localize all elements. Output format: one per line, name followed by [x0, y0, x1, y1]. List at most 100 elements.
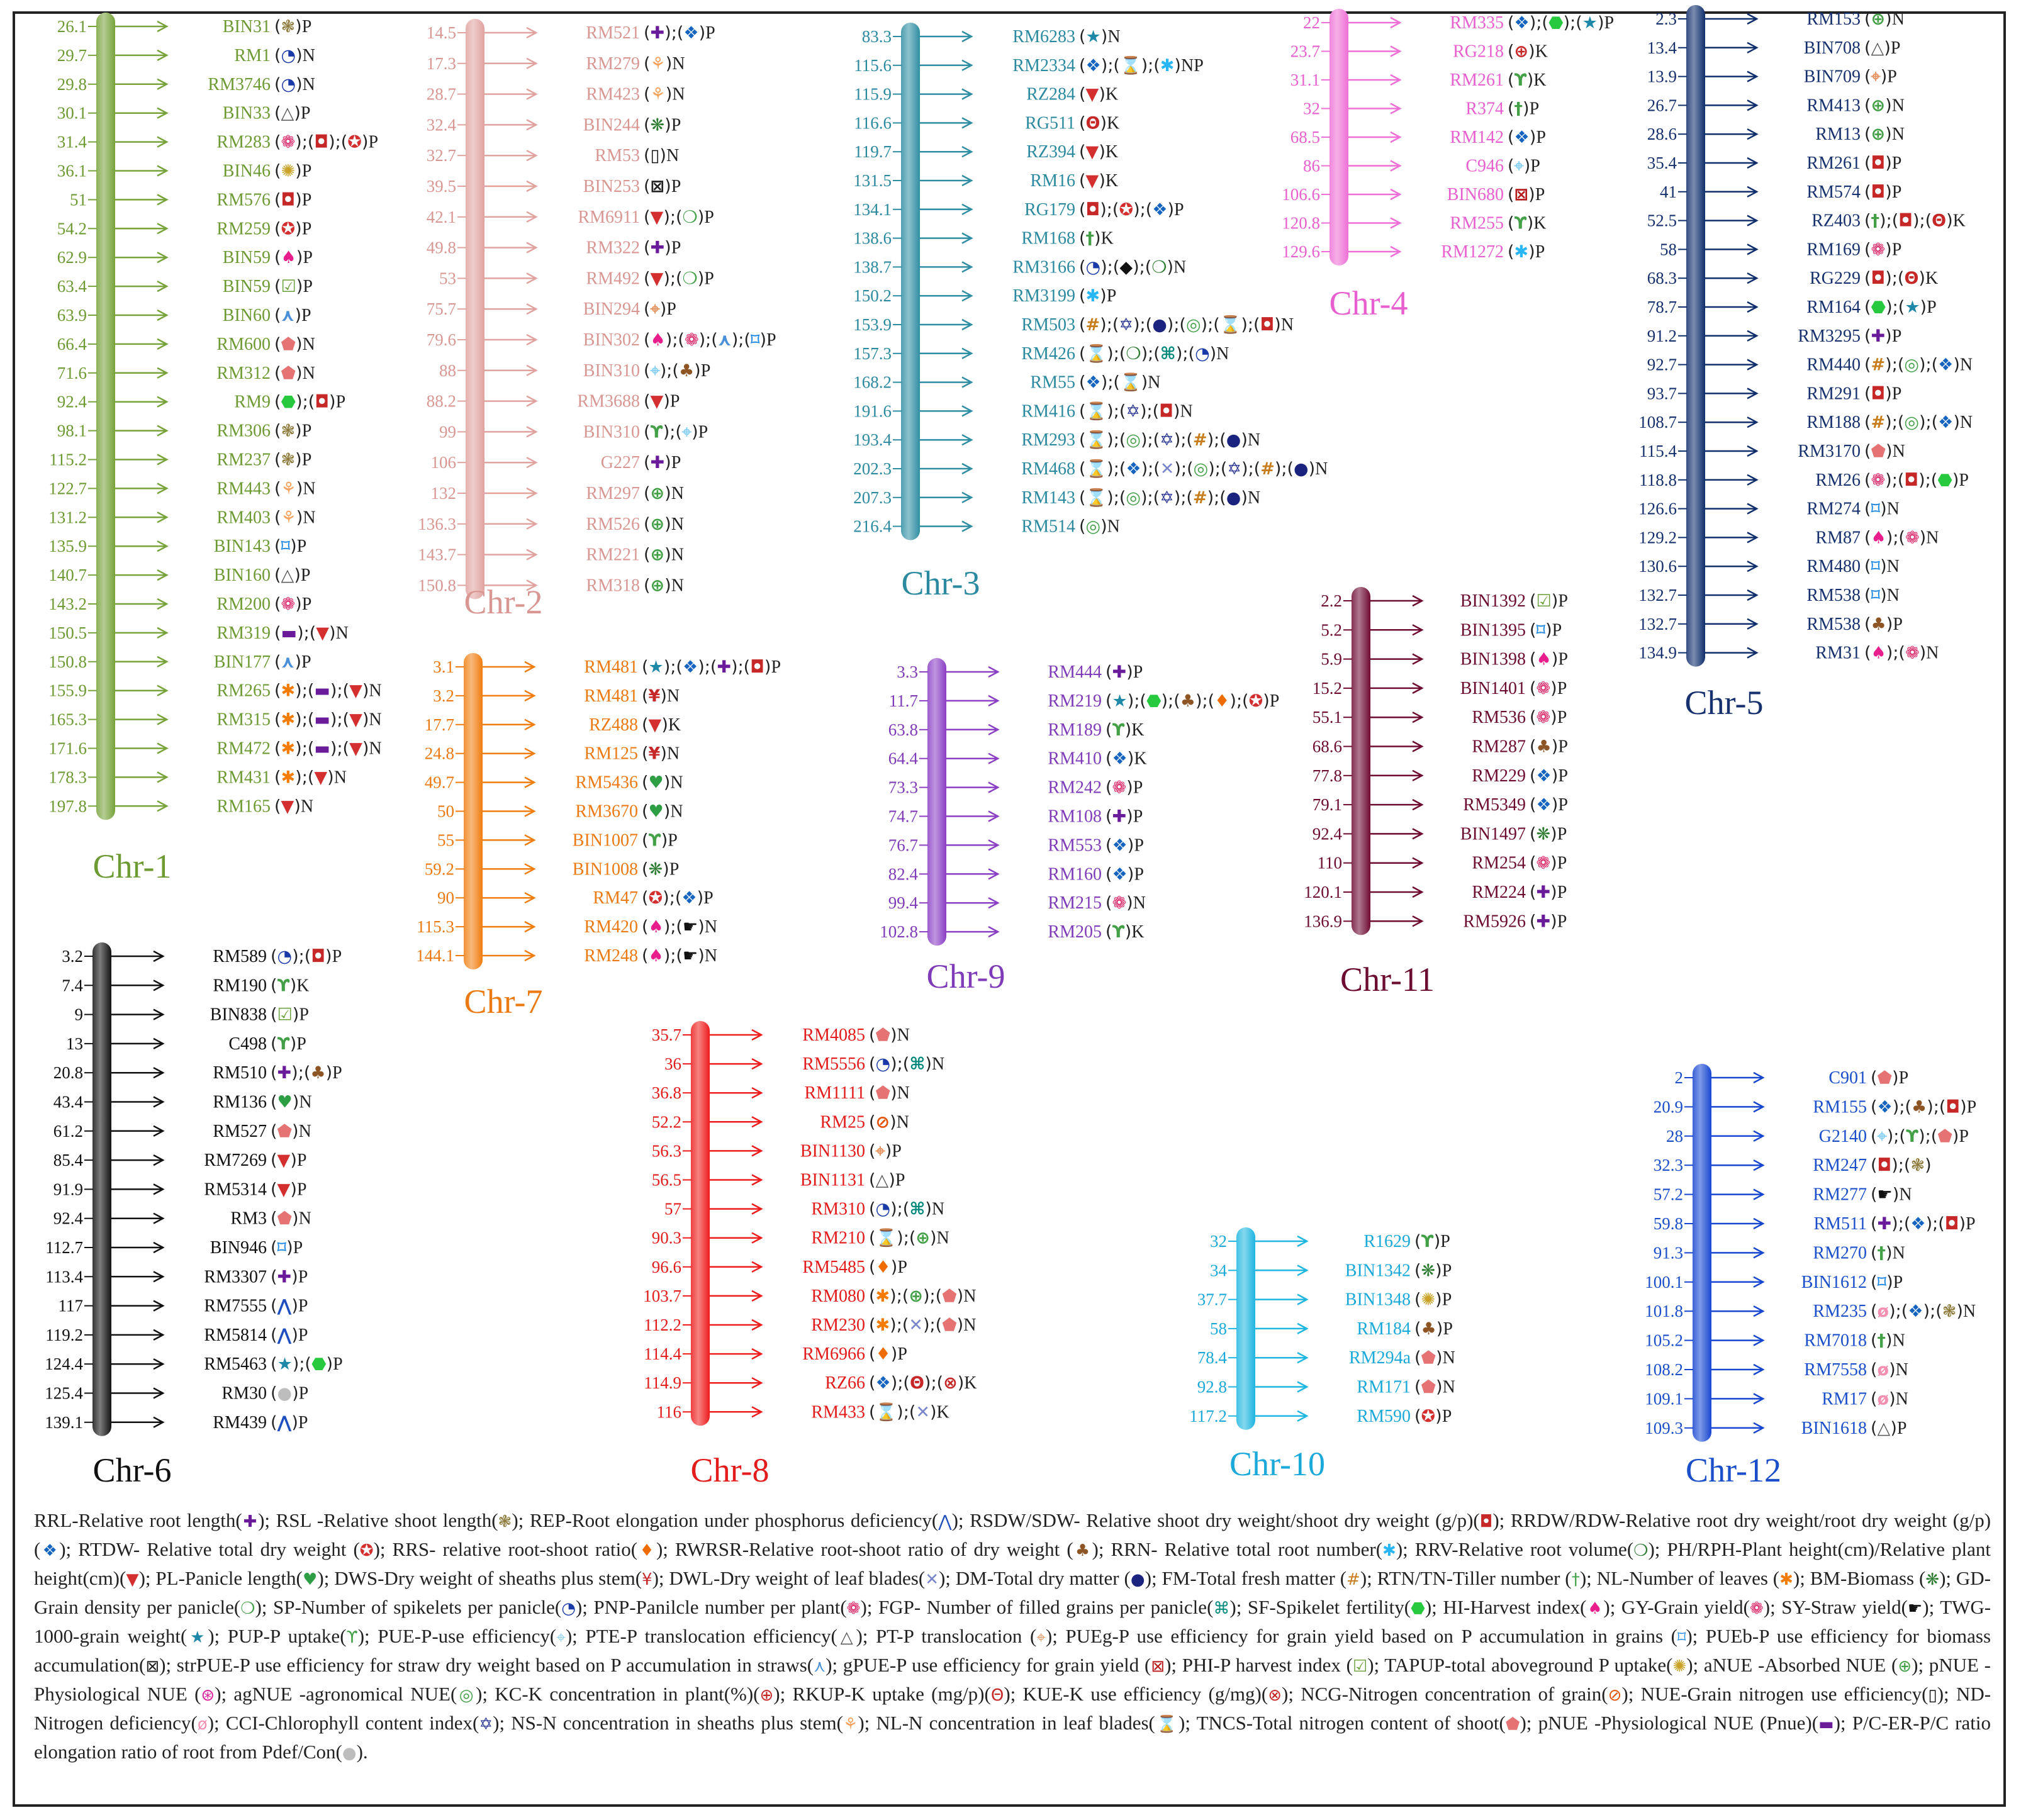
arrow-head	[751, 1203, 763, 1215]
tncs-icon: ⬟	[1505, 1715, 1520, 1734]
rep-icon: ⋀	[938, 1512, 952, 1531]
marker-name: RM444	[1048, 662, 1102, 682]
legend-text: NL-Number of leaves	[1596, 1567, 1773, 1589]
legend-text: PUEb-P use efficiency for biomass accumu…	[34, 1625, 1991, 1676]
arrow-head	[153, 1183, 165, 1195]
arrow-head	[1747, 186, 1759, 198]
marker-traits: (♣)P	[1530, 737, 1568, 757]
marker-traits: (✪)P	[1414, 1407, 1452, 1426]
rrl-icon: ✚	[1112, 807, 1127, 827]
marker-name: RM26	[1815, 471, 1861, 490]
marker-position: 136.3	[418, 515, 456, 533]
marker-position: 20.9	[1654, 1097, 1683, 1116]
rsl-icon: ❃	[281, 17, 296, 36]
marker-name: BIN1398	[1460, 650, 1526, 669]
pueb-icon: ⊠	[651, 177, 665, 196]
gy-icon: ❁	[1905, 644, 1920, 663]
marker-traits: (✚);(❖);(◘)P	[1871, 1214, 1976, 1234]
legend-text: aNUE -Absorbed NUE	[1703, 1654, 1891, 1676]
marker-traits: (❁)P	[1530, 708, 1567, 727]
marker-traits: (✪);(❖)P	[642, 888, 714, 908]
anue-icon: ⊕	[1871, 96, 1886, 115]
marker-name: RM481	[584, 657, 638, 677]
legend-text: RRN- Relative total root number	[1111, 1538, 1376, 1560]
chromosome-label: Chr-1	[93, 847, 172, 885]
arrow-head	[961, 30, 973, 43]
marker-traits: (◔);(◘)P	[271, 947, 342, 966]
arrow-head	[524, 863, 536, 875]
sp-icon: ◔	[1086, 257, 1101, 277]
marker-position: 22	[1303, 13, 1320, 32]
marker-name: RG218	[1453, 42, 1504, 62]
marker-position: 68.3	[1647, 269, 1677, 288]
marker-position: 34	[1210, 1261, 1228, 1280]
marker-name: RM200	[216, 595, 271, 614]
marker-traits: (☑)P	[271, 1005, 309, 1025]
gy-icon: ❁	[281, 133, 296, 152]
legend-item: DWL-Dry weight of leaf blades(✕);	[669, 1567, 956, 1589]
marker-traits: (⌖)P	[869, 1141, 902, 1161]
ns-icon: ⚘	[651, 85, 666, 104]
marker-name: RM184	[1357, 1319, 1411, 1339]
arrow-head	[1747, 215, 1759, 226]
rsl-icon: ❃	[498, 1512, 512, 1531]
strpue-icon: ⋏	[814, 1657, 826, 1676]
legend-item: RSDW/SDW- Relative shoot dry weight/shoo…	[970, 1509, 1511, 1531]
marker-traits: (⌛);(❍);(⌘);(◔)N	[1079, 343, 1229, 364]
arrow-head	[526, 57, 538, 69]
arrow-head	[961, 174, 973, 187]
marker-traits: (△)P	[1864, 38, 1900, 58]
arrow-head	[157, 540, 169, 552]
twg-icon: ★	[277, 1354, 293, 1374]
marker-position: 105.2	[1645, 1331, 1683, 1350]
marker-name: RZ488	[589, 715, 638, 735]
rkup-icon: Θ	[1904, 269, 1918, 288]
marker-traits: (⬟)P	[1871, 1068, 1908, 1088]
marker-position: 17.7	[425, 715, 454, 734]
rsdw-icon: ◘	[1479, 1512, 1493, 1531]
arrow-head	[961, 491, 973, 503]
marker-name: RM3199	[1012, 286, 1075, 306]
marker-name: RM293	[1021, 430, 1075, 450]
marker-name: RM277	[1813, 1185, 1867, 1205]
legend-item: PUE-P-use efficiency(⌖);	[378, 1625, 586, 1647]
marker-position: 134.1	[853, 200, 892, 219]
marker-position: 106	[431, 453, 457, 472]
sf-icon: ⬣	[1937, 471, 1952, 490]
arrow-head	[157, 20, 169, 33]
legend-item: RRDW/RDW-Relative root dry weight/root d…	[34, 1509, 1991, 1560]
arrow-head	[1412, 624, 1424, 636]
pt-icon: ⌖	[1871, 67, 1881, 87]
chromosome-label: Chr-11	[1340, 961, 1435, 998]
legend-text: PHI-P harvest index	[1182, 1654, 1346, 1676]
marker-traits: (◔)N	[274, 46, 315, 65]
legend-text: PT-P translocation	[875, 1625, 1030, 1647]
rsdw-icon: ◘	[1871, 384, 1886, 403]
marker-position: 171.6	[48, 739, 87, 758]
kc-icon: ⊕	[759, 1686, 774, 1705]
marker-name: BIN1131	[800, 1171, 865, 1190]
rtn-icon: †	[1878, 1243, 1886, 1263]
marker-traits: (❃)P	[274, 17, 311, 36]
marker-position: 131.5	[853, 171, 892, 190]
rrs-icon: ♦	[637, 1541, 656, 1560]
fm-icon: #	[1193, 430, 1207, 450]
anue-icon: ⊕	[651, 576, 665, 595]
rrdw-icon: ❖	[1537, 766, 1552, 786]
marker-traits: (⋀)P	[271, 1326, 308, 1345]
rsl-icon: ❃	[1942, 1302, 1957, 1321]
agnue-icon: ◎	[1904, 413, 1919, 432]
marker-name: RM9	[234, 393, 271, 412]
pueg-icon: ⌑	[281, 537, 291, 556]
